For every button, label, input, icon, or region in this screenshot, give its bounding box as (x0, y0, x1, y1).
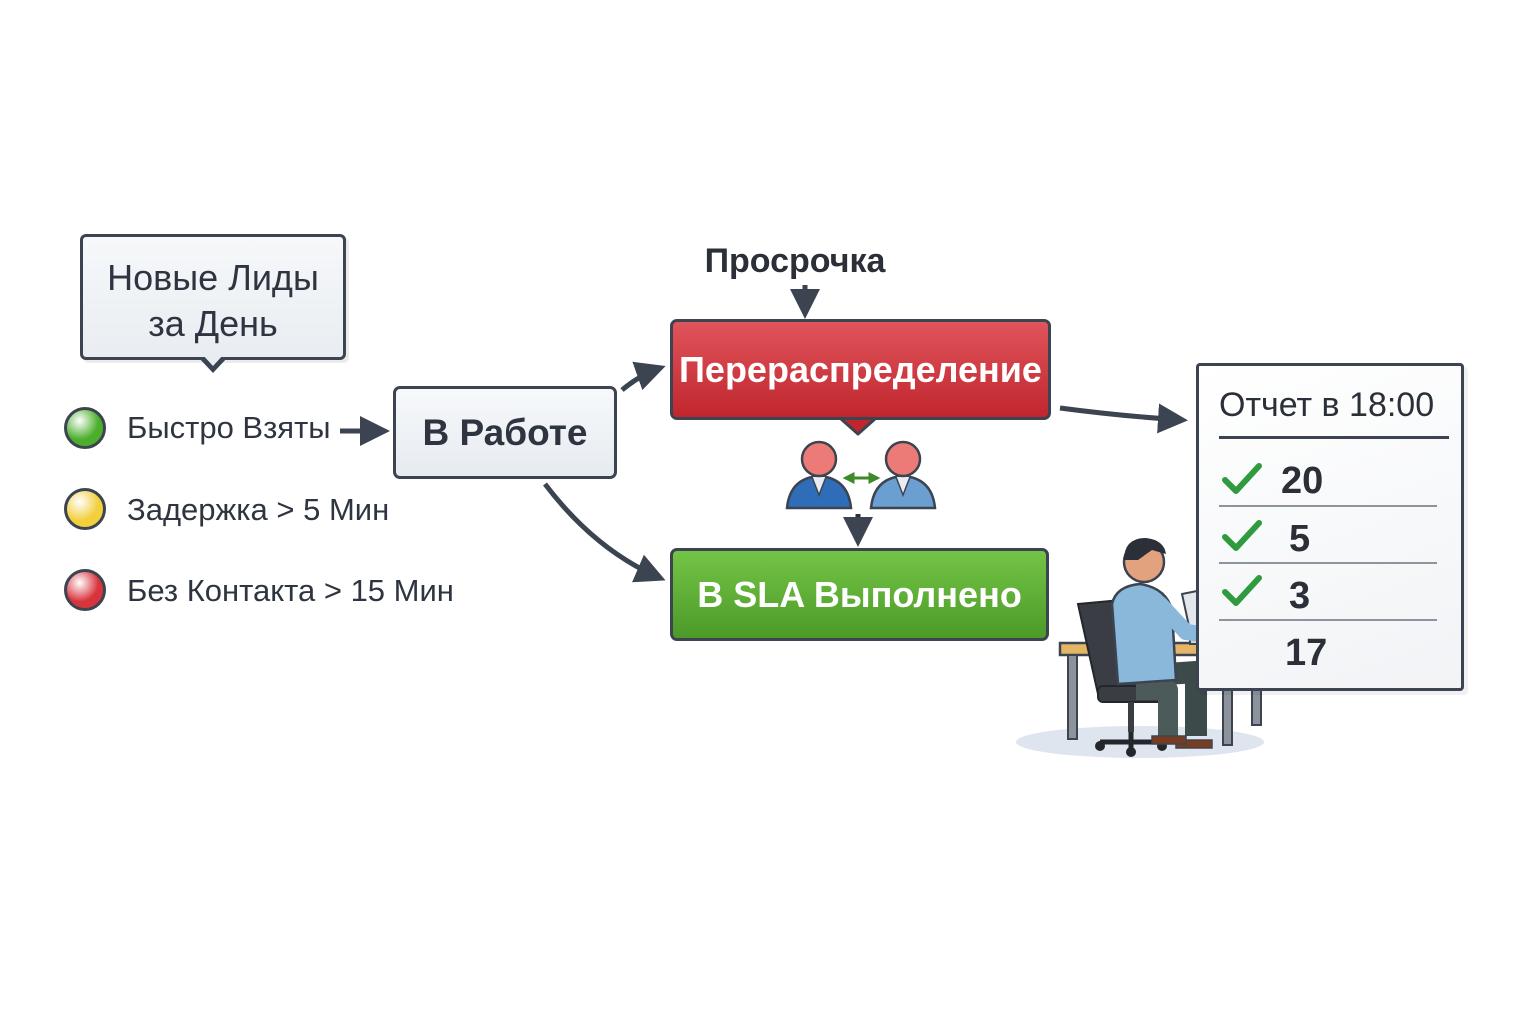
person-right-icon (869, 440, 937, 510)
report-title: Отчет в 18:00 (1219, 386, 1435, 424)
report-value-2: 5 (1289, 518, 1311, 560)
report-sheet: Отчет в 18:00 20 5 3 17 (1196, 363, 1464, 691)
check-icon (1222, 575, 1262, 606)
node-redistribution: Перераспределение (670, 319, 1051, 420)
bubble-tail-fill (202, 354, 224, 366)
node-sla-done: В SLA Выполнено (670, 548, 1049, 641)
arrow-work-to-redistribution (620, 361, 666, 392)
legend-yellow-dot (64, 488, 106, 530)
check-icon (1222, 463, 1262, 494)
new-leads-title-line2: за День (148, 303, 278, 344)
report-value-1: 20 (1281, 460, 1324, 502)
legend-red-dot (64, 569, 106, 611)
report-title-underline (1219, 436, 1449, 439)
report-row-divider (1219, 505, 1437, 507)
legend-green-dot (64, 407, 106, 449)
new-leads-title: Новые Лиды за День (83, 255, 343, 347)
redistribution-tail (838, 416, 878, 436)
arrow-work-to-sla (543, 482, 666, 583)
legend-label-no-contact: Без Контакта > 15 Мин (127, 573, 454, 608)
new-leads-bubble: Новые Лиды за День (80, 234, 346, 360)
legend-label-fast: Быстро Взяты (127, 410, 331, 445)
node-sla-done-label: В SLA Выполнено (697, 573, 1022, 615)
node-in-work-label: В Работе (422, 411, 588, 453)
overdue-label: Просрочка (704, 242, 886, 280)
report-value-3: 3 (1289, 575, 1311, 617)
new-leads-title-line1: Новые Лиды (107, 257, 319, 298)
report-value-4: 17 (1285, 632, 1328, 674)
person-left-icon (785, 440, 853, 510)
arrow-redistribution-to-report (1059, 403, 1188, 434)
node-in-work: В Работе (393, 386, 617, 479)
node-redistribution-label: Перераспределение (679, 348, 1042, 390)
check-icon (1222, 520, 1262, 551)
report-row-divider (1219, 619, 1437, 621)
legend-label-delay: Задержка > 5 Мин (127, 492, 390, 527)
report-row-divider (1219, 562, 1437, 564)
